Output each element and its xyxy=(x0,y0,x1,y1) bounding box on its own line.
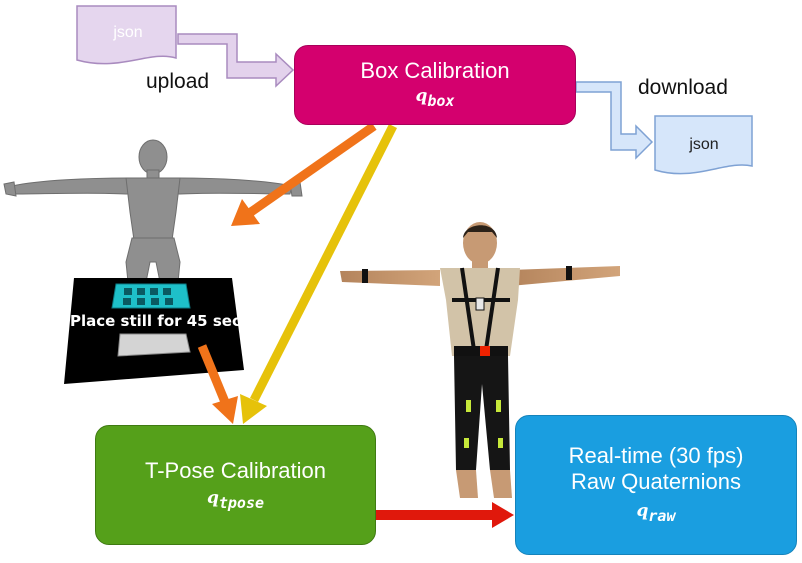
arrow-tpose-to-realtime xyxy=(376,502,514,528)
tpose-calibration-title: T-Pose Calibration xyxy=(145,458,326,483)
arrow-box-to-tpose xyxy=(240,123,398,424)
input-document-shape xyxy=(76,5,177,65)
upload-label: upload xyxy=(146,70,210,93)
tpose-calibration-node: T-Pose Calibration qtpose xyxy=(95,425,376,545)
arrow-box-to-mannequin xyxy=(231,122,377,226)
calibration-box-device xyxy=(117,333,191,357)
input-json-label: json xyxy=(113,24,143,41)
download-arrow xyxy=(575,81,654,160)
arrow-platform-to-tpose xyxy=(197,344,238,424)
output-document-shape xyxy=(654,115,753,175)
tpose-calibration-symbol: qtpose xyxy=(206,488,265,512)
realtime-node: Real-time (30 fps) Raw Quaternions qraw xyxy=(515,415,797,555)
output-json-label: json xyxy=(689,136,719,153)
download-label: download xyxy=(638,76,728,99)
upload-arrow xyxy=(177,33,295,88)
box-calibration-node: Box Calibration qbox xyxy=(294,45,576,125)
calibration-platform xyxy=(64,278,244,384)
platform-instruction: Place still for 45 secs xyxy=(70,312,250,330)
realtime-title-line1: Real-time (30 fps) xyxy=(568,443,744,468)
realtime-symbol: qraw xyxy=(636,501,676,525)
person-figure xyxy=(340,222,620,498)
box-calibration-title: Box Calibration xyxy=(360,58,510,83)
box-calibration-symbol: qbox xyxy=(415,86,455,110)
mannequin-figure xyxy=(3,139,303,283)
realtime-title-line2: Raw Quaternions xyxy=(571,469,741,494)
